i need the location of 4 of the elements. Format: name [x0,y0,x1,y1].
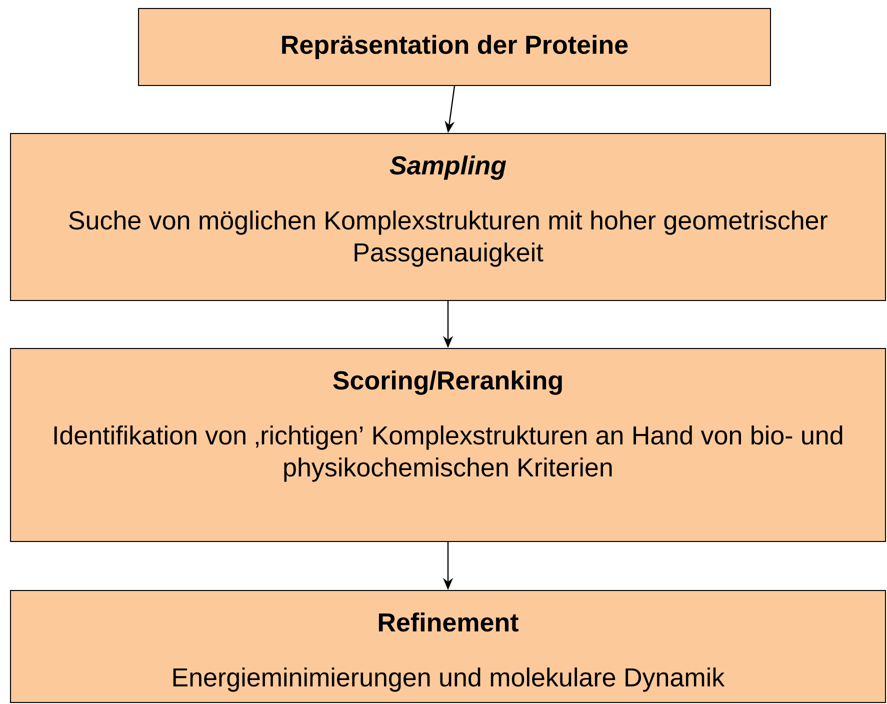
process-box: Sampling Suche von möglichen Komplexstrukturen mit hoher geometrischer Passgenauigkeit [10,133,886,301]
process-box: Repräsentation der Proteine [138,8,771,86]
process-box: Refinement Energieminimierungen und molekulare Dynamik [10,590,886,703]
process-box: Scoring/Reranking Identifikation von ‚richtigen’ Komplexstrukturen an Hand von bio- und physikochemischen Kriterien [10,348,886,542]
